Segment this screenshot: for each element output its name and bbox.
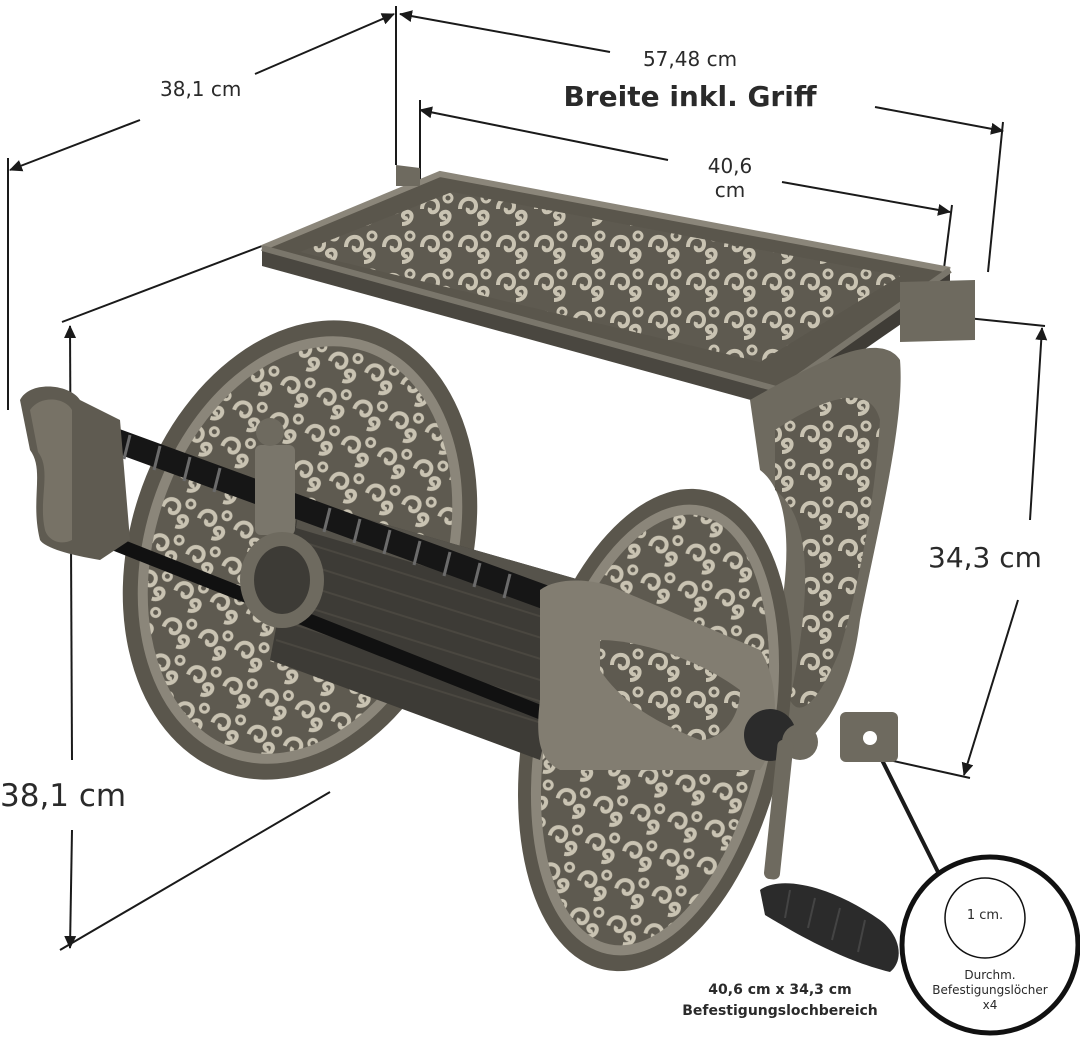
- dimension-lines: [7, 6, 1048, 951]
- guide-rods: [48, 408, 592, 727]
- hole-caption-line1: Durchm.: [964, 968, 1016, 982]
- top-shelf: [260, 165, 975, 408]
- depth-top-label: 38,1 cm: [160, 77, 242, 101]
- mount-height-label: 34,3 cm: [928, 541, 1042, 574]
- hole-caption-line2: Befestigungslöcher: [932, 983, 1048, 997]
- hole-caption-line3: x4: [982, 998, 998, 1012]
- left-bracket: [20, 386, 130, 560]
- hole-area-label-line2: Befestigungslochbereich: [682, 1003, 878, 1019]
- overall-width-label: 57,48 cm: [642, 47, 738, 71]
- magnifier-circle: [899, 854, 1080, 1036]
- hole-diameter-label: 1 cm.: [966, 908, 1004, 923]
- mount-width-label-line2: cm: [714, 178, 746, 202]
- overall-height-label: 38,1 cm: [0, 778, 127, 814]
- crank-grip: [760, 883, 899, 972]
- right-bracket: [538, 580, 818, 880]
- overall-width-caption: Breite inkl. Griff: [563, 80, 817, 113]
- hole-area-label-line1: 40,6 cm x 34,3 cm: [708, 982, 852, 998]
- mount-width-label-line1: 40,6: [707, 154, 753, 178]
- hose-guide: [240, 418, 324, 628]
